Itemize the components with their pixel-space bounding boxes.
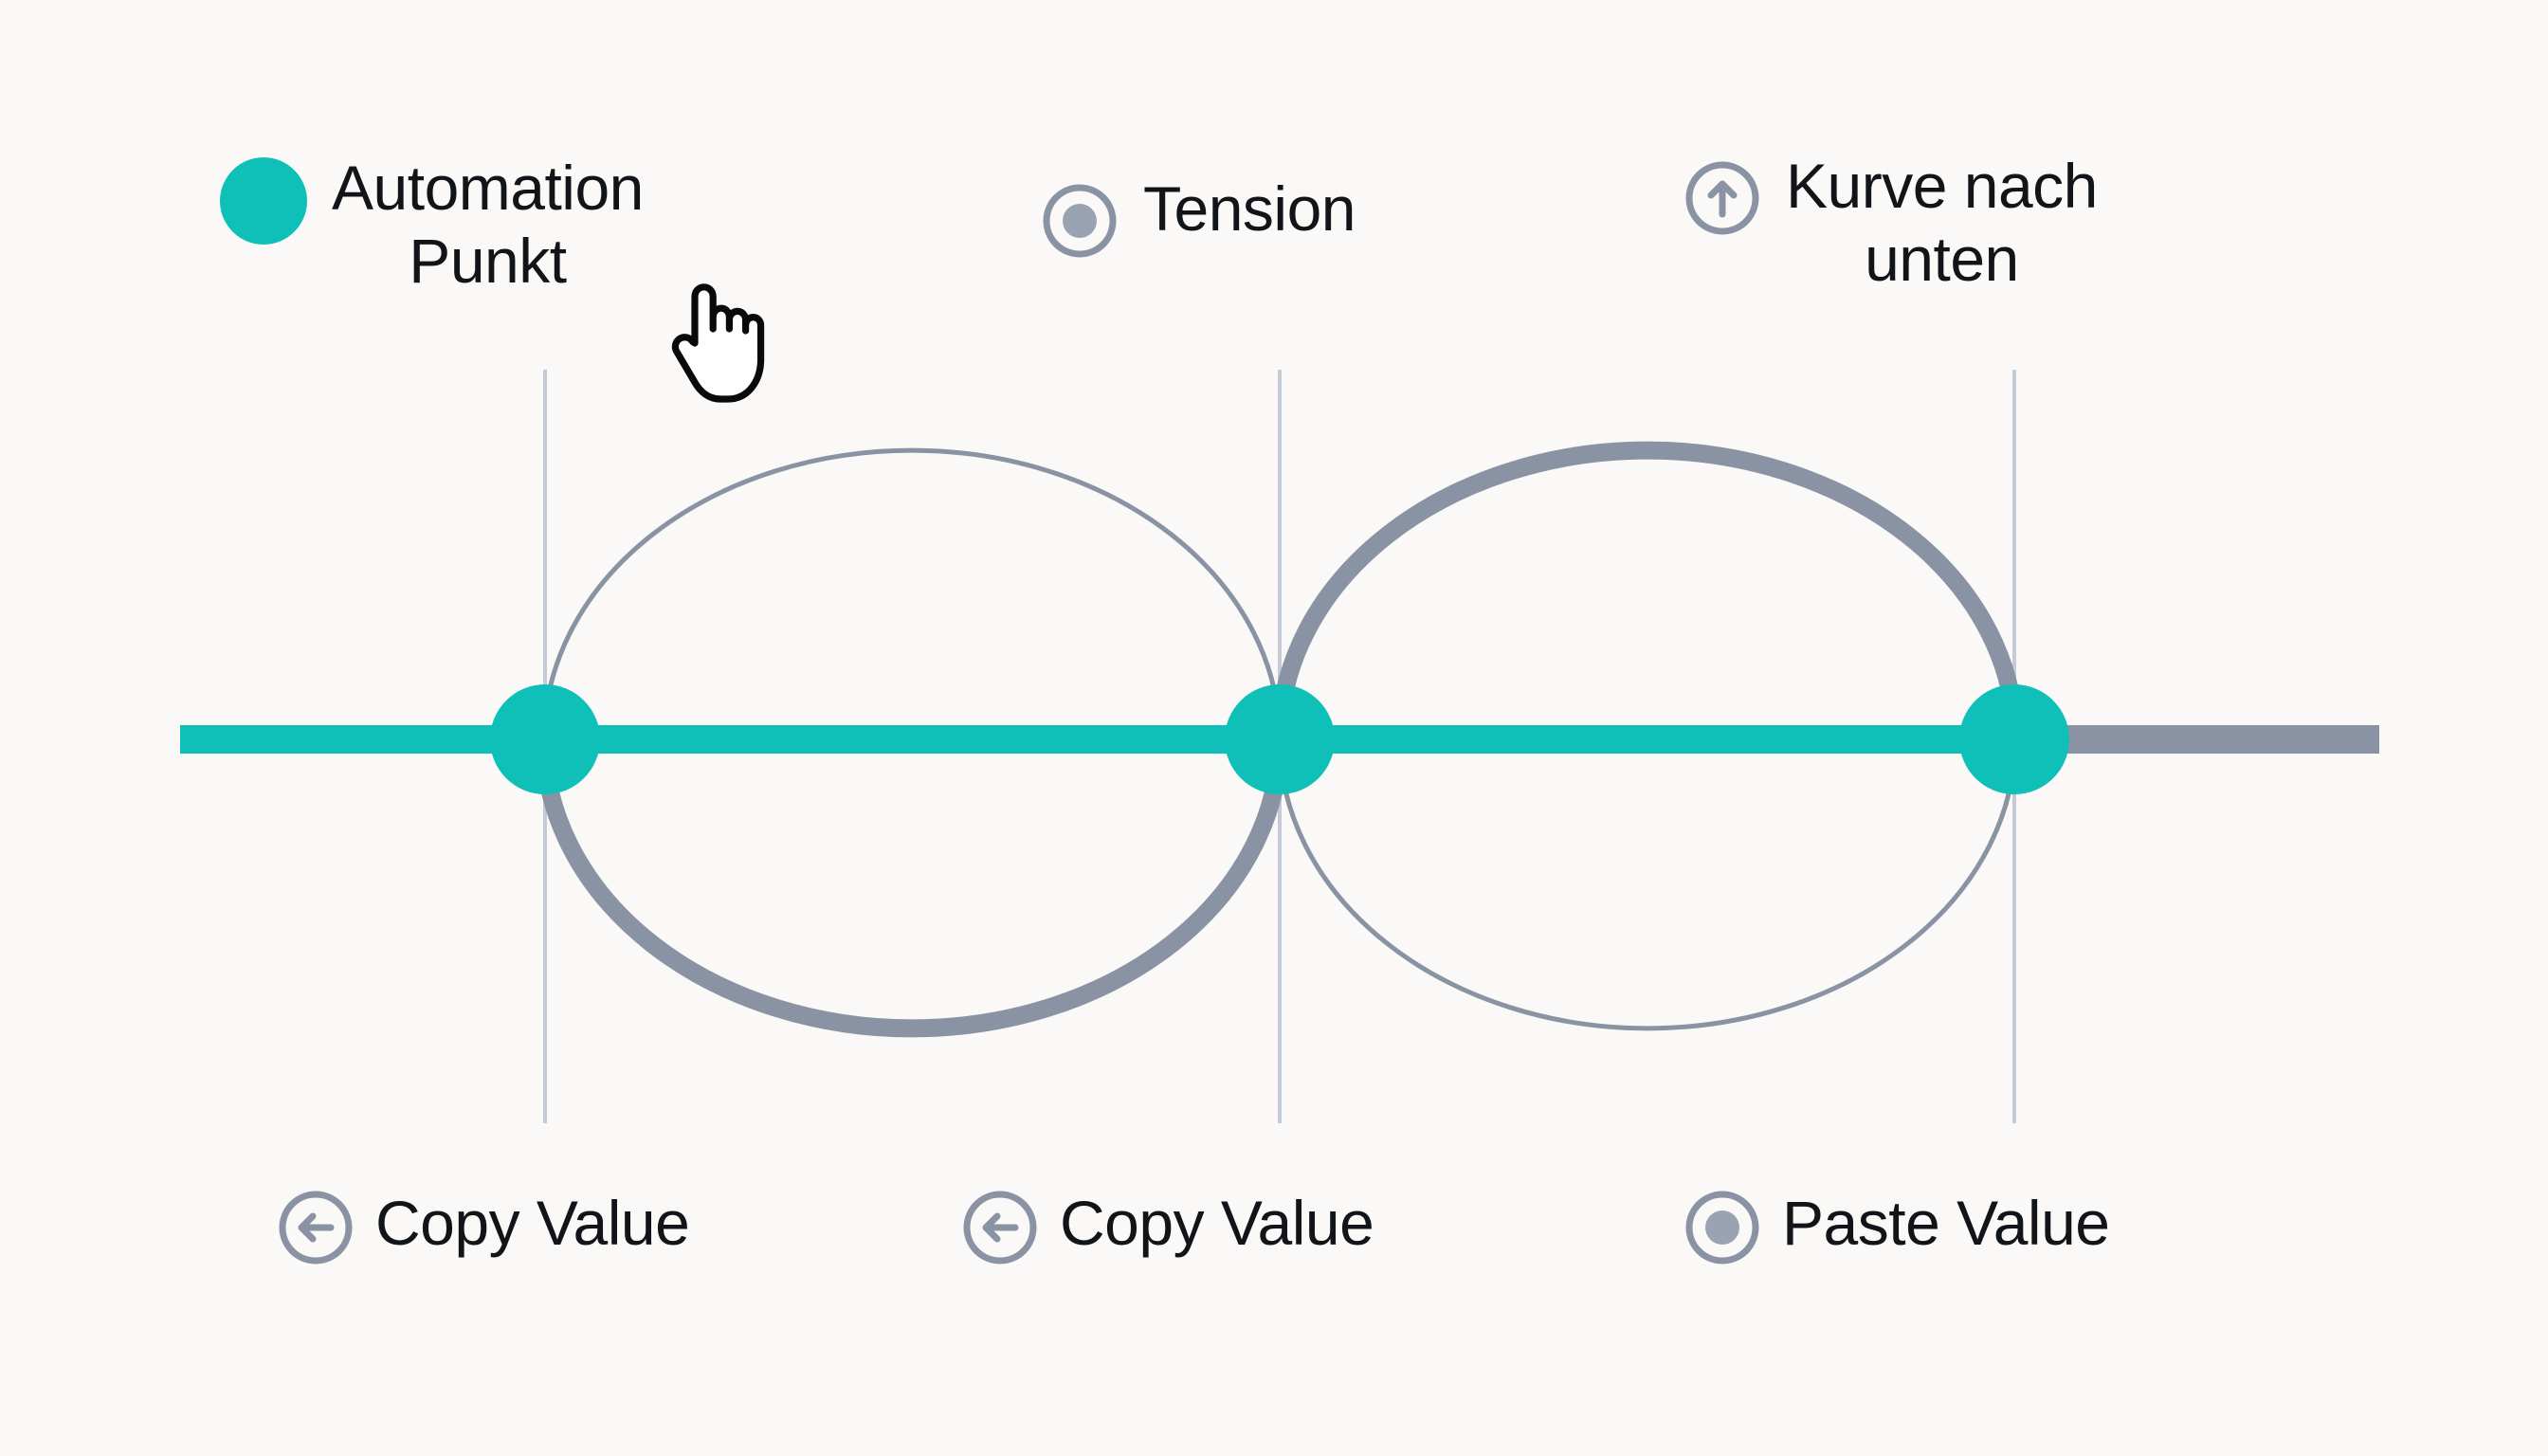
annotation-copy-value-left[interactable]: Copy Value xyxy=(277,1179,690,1266)
annotation-copy-value-middle[interactable]: Copy Value xyxy=(961,1179,1374,1266)
annotation-paste-value-right[interactable]: Paste Value xyxy=(1684,1179,2110,1266)
circled-arrow-up-icon xyxy=(1684,159,1761,237)
annotation-label: Copy Value xyxy=(1060,1187,1374,1258)
radio-dot-icon xyxy=(1684,1189,1761,1266)
annotation-label: Copy Value xyxy=(375,1187,690,1258)
radio-dot-icon xyxy=(1041,182,1119,260)
annotation-label: Kurve nach unten xyxy=(1786,151,2098,294)
annotation-automation-point[interactable]: Automation Punkt xyxy=(220,152,644,297)
annotation-curve-down[interactable]: Kurve nach unten xyxy=(1684,150,2098,295)
loop-left-lower-arc[interactable] xyxy=(535,730,1289,1038)
hand-pointer-cursor xyxy=(671,283,765,403)
circled-arrow-left-icon xyxy=(961,1189,1039,1266)
loop-right-lower-arc[interactable] xyxy=(1277,737,2018,1031)
annotation-label: Automation Punkt xyxy=(332,153,644,296)
filled-dot-icon xyxy=(220,157,307,245)
automation-point-node-3[interactable] xyxy=(1959,684,2069,794)
annotation-label: Paste Value xyxy=(1782,1187,2110,1258)
automation-point-node-1[interactable] xyxy=(490,684,600,794)
circled-arrow-left-icon xyxy=(277,1189,355,1266)
loop-left-upper-arc[interactable] xyxy=(541,447,1283,742)
automation-point-node-2[interactable] xyxy=(1225,684,1335,794)
annotation-label: Tension xyxy=(1143,173,1356,244)
loop-right-upper-arc[interactable] xyxy=(1270,441,2025,749)
annotation-tension[interactable]: Tension xyxy=(1041,173,1356,260)
